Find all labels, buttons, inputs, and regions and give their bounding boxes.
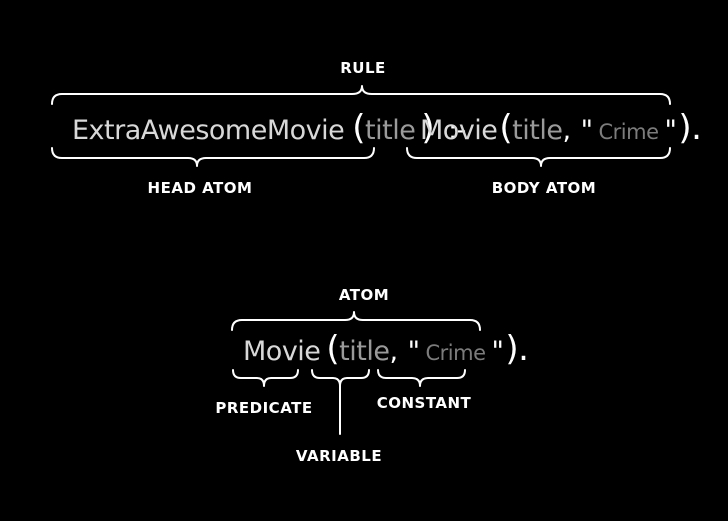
body-quote-open: " [581, 115, 593, 146]
body-open-paren: ( [499, 108, 512, 148]
body-atom-text: Movie(title,"Crime"). [420, 108, 702, 148]
atom-constant: Crime [425, 341, 485, 365]
rule-label: RULE [340, 59, 386, 77]
constant-brace [377, 369, 466, 387]
body-atom-label: BODY ATOM [492, 179, 596, 197]
head-close-paren: ) [421, 108, 434, 148]
atom-brace [231, 311, 481, 331]
head-variable: title [365, 115, 415, 146]
rule-brace [51, 85, 671, 105]
atom-open-paren: ( [326, 329, 339, 369]
body-atom-brace [406, 147, 671, 167]
atom-predicate: Movie [243, 336, 320, 367]
head-atom-brace [51, 147, 375, 167]
head-atom-text: ExtraAwesomeMovie (title) :- [72, 108, 466, 148]
atom-comma: , [389, 336, 397, 367]
head-atom-label: HEAD ATOM [148, 179, 253, 197]
body-comma: , [562, 115, 570, 146]
body-predicate: Movie [420, 115, 497, 146]
predicate-label: PREDICATE [215, 399, 312, 417]
atom-text: Movie(title,"Crime"). [243, 329, 529, 369]
atom-close-paren: ). [505, 329, 528, 369]
head-open-paren: ( [352, 108, 365, 148]
body-constant: Crime [598, 120, 658, 144]
body-variable: title [512, 115, 562, 146]
body-quote-close: " [665, 115, 677, 146]
variable-label: VARIABLE [296, 447, 382, 465]
atom-quote-open: " [408, 336, 420, 367]
implication-symbol: :- [448, 115, 466, 146]
atom-quote-close: " [492, 336, 504, 367]
constant-label: CONSTANT [377, 394, 472, 412]
atom-variable: title [339, 336, 389, 367]
variable-brace [311, 369, 370, 387]
atom-label: ATOM [339, 286, 389, 304]
body-close-paren: ). [678, 108, 701, 148]
head-predicate: ExtraAwesomeMovie [72, 115, 344, 146]
predicate-brace [232, 369, 299, 387]
